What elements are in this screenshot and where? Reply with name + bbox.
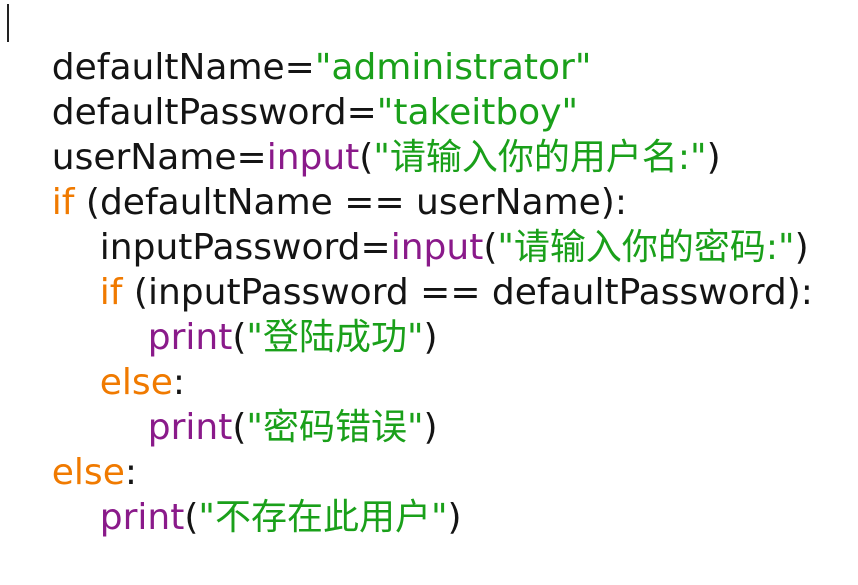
- builtin-token: print: [147, 407, 233, 448]
- code-line: else:: [54, 315, 185, 403]
- code-line: defaultName="administrator": [6, 0, 592, 88]
- code-token: (: [184, 497, 199, 538]
- keyword-token: else: [51, 452, 125, 493]
- code-token: inputPassword=: [99, 227, 391, 268]
- string-token: "请输入你的用户名:": [373, 137, 707, 178]
- code-token: :: [124, 452, 137, 493]
- string-token: "administrator": [314, 47, 592, 88]
- code-token: (: [483, 227, 498, 268]
- builtin-token: print: [99, 497, 185, 538]
- code-line: print("密码错误"): [102, 360, 438, 448]
- code-line: inputPassword=input("请输入你的密码:"): [54, 180, 809, 268]
- code-line: userName=input("请输入你的用户名:"): [6, 90, 721, 178]
- string-token: "不存在此用户": [198, 497, 448, 538]
- code-editor[interactable]: defaultName="administrator" defaultPassw…: [0, 0, 858, 538]
- code-token: (: [232, 317, 247, 358]
- code-line: print("登陆成功"): [102, 270, 438, 358]
- code-token: (defaultName == userName):: [74, 182, 627, 223]
- keyword-token: if: [99, 272, 123, 313]
- code-line: if (defaultName == userName):: [6, 135, 627, 223]
- string-token: "密码错误": [246, 407, 424, 448]
- code-line: defaultPassword="takeitboy": [6, 45, 578, 133]
- code-token: defaultName=: [51, 47, 315, 88]
- code-line: print("不存在此用户"): [54, 450, 462, 538]
- code-token: ): [423, 407, 438, 448]
- code-token: userName=: [51, 137, 267, 178]
- string-token: "登陆成功": [246, 317, 424, 358]
- keyword-token: else: [99, 362, 173, 403]
- text-cursor: [7, 4, 9, 42]
- code-line: if (inputPassword == defaultPassword):: [54, 225, 813, 313]
- string-token: "takeitboy": [376, 92, 579, 133]
- code-token: ): [447, 497, 462, 538]
- builtin-token: input: [266, 137, 360, 178]
- builtin-token: print: [147, 317, 233, 358]
- code-token: ): [706, 137, 721, 178]
- code-token: ): [794, 227, 809, 268]
- code-token: :: [172, 362, 185, 403]
- string-token: "请输入你的密码:": [497, 227, 795, 268]
- code-token: (inputPassword == defaultPassword):: [122, 272, 813, 313]
- code-line: else:: [6, 405, 137, 493]
- code-token: (: [232, 407, 247, 448]
- keyword-token: if: [51, 182, 75, 223]
- code-token: (: [359, 137, 374, 178]
- builtin-token: input: [390, 227, 484, 268]
- code-token: defaultPassword=: [51, 92, 377, 133]
- code-token: ): [423, 317, 438, 358]
